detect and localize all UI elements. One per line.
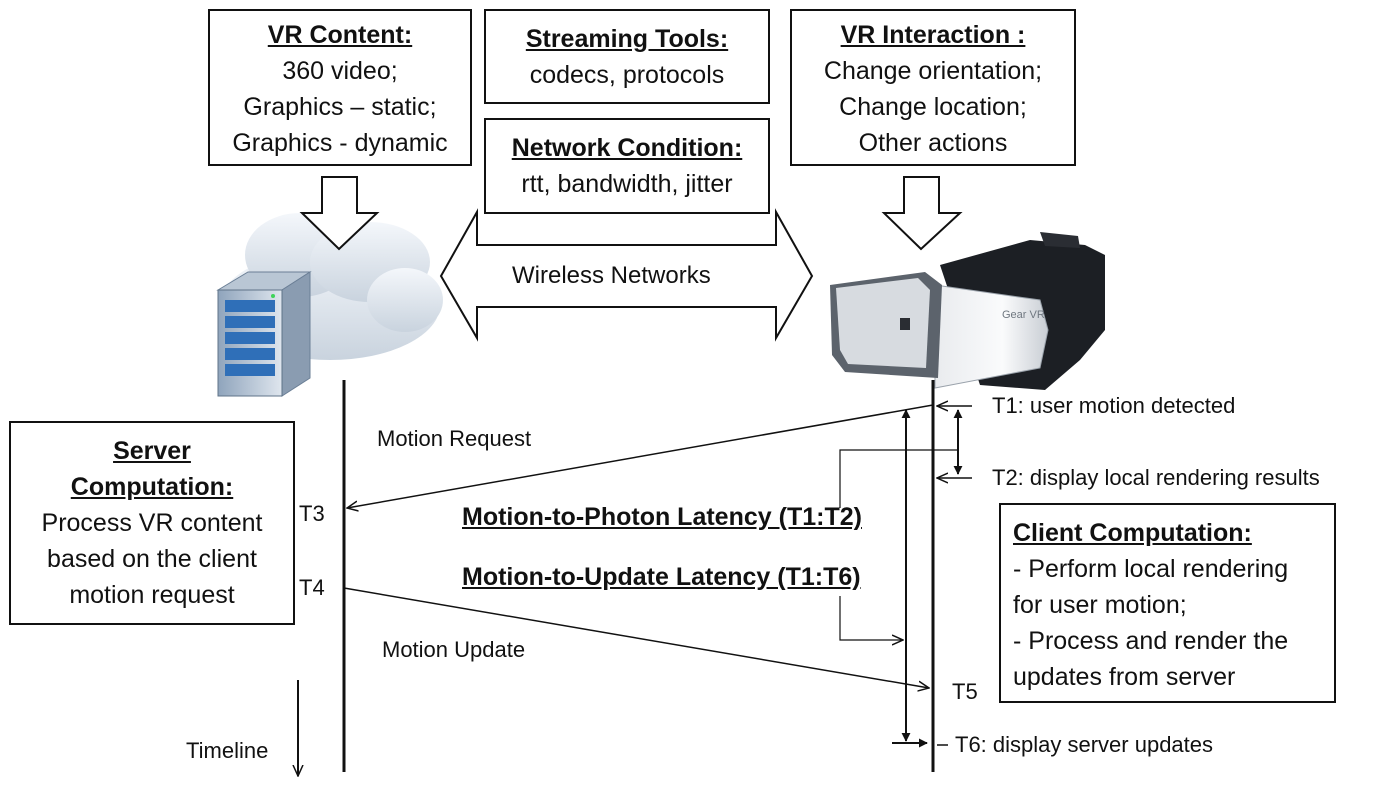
t6-label: T6: display server updates — [955, 732, 1214, 757]
vr-content-line: Graphics - dynamic — [232, 129, 448, 157]
client-computation-line: updates from server — [1013, 663, 1236, 691]
server-computation-line: motion request — [69, 581, 235, 609]
t4-label: T4 — [299, 575, 325, 600]
server-computation-box: Server Computation: Process VR content b… — [9, 421, 295, 625]
streaming-tools-title: Streaming Tools: — [525, 25, 729, 53]
wireless-networks-label: Wireless Networks — [512, 262, 711, 289]
vr-interaction-box: VR Interaction : Change orientation; Cha… — [790, 9, 1076, 166]
headset-brand-text: Gear VR — [1002, 309, 1045, 321]
t1-label: T1: user motion detected — [992, 393, 1236, 418]
t3-label: T3 — [299, 501, 325, 526]
vr-interaction-line: Change orientation; — [823, 57, 1043, 85]
mtp-latency-label: Motion-to-Photon Latency (T1:T2) — [462, 503, 862, 531]
network-condition-line: rtt, bandwidth, jitter — [521, 170, 733, 198]
vr-content-box: VR Content: 360 video; Graphics – static… — [208, 9, 472, 166]
motion-update-label: Motion Update — [382, 637, 526, 662]
motion-update-arrow — [343, 587, 929, 688]
server-computation-line: Process VR content — [41, 509, 263, 537]
vr-content-line: 360 video; — [282, 57, 398, 85]
t5-label: T5 — [952, 679, 978, 704]
client-computation-box: Client Computation: - Perform local rend… — [999, 503, 1336, 703]
client-computation-line: for user motion; — [1013, 591, 1187, 619]
server-computation-line: based on the client — [47, 545, 257, 573]
server-computation-title: Server — [113, 437, 191, 465]
mtu-latency-label: Motion-to-Update Latency (T1:T6) — [462, 563, 861, 591]
server-icon — [216, 271, 312, 397]
down-block-arrow-left — [299, 176, 380, 251]
motion-request-arrow — [347, 404, 934, 508]
mtp-bracket — [839, 449, 958, 508]
streaming-tools-box: Streaming Tools: codecs, protocols — [484, 9, 770, 104]
server-computation-title: Computation: — [70, 473, 234, 501]
client-computation-line: - Process and render the — [1013, 627, 1289, 655]
network-condition-box: Network Condition: rtt, bandwidth, jitte… — [484, 118, 770, 214]
t2-label: T2: display local rendering results — [992, 465, 1320, 490]
vr-interaction-title: VR Interaction : — [840, 21, 1026, 49]
vr-content-title: VR Content: — [267, 21, 413, 49]
vr-content-line: Graphics – static; — [243, 93, 437, 121]
down-block-arrow-right — [881, 176, 963, 251]
timeline-label: Timeline — [186, 738, 269, 763]
motion-request-label: Motion Request — [377, 426, 532, 451]
vr-headset-icon: Gear VR — [830, 232, 1105, 390]
streaming-tools-line: codecs, protocols — [529, 61, 725, 89]
vr-interaction-line: Change location; — [839, 93, 1027, 121]
client-computation-line: - Perform local rendering — [1013, 555, 1289, 583]
client-computation-title: Client Computation: — [1013, 519, 1252, 547]
wireless-double-arrow — [439, 208, 814, 342]
vr-interaction-line: Other actions — [858, 129, 1008, 157]
mtu-bracket — [839, 596, 903, 640]
network-condition-title: Network Condition: — [511, 134, 743, 162]
